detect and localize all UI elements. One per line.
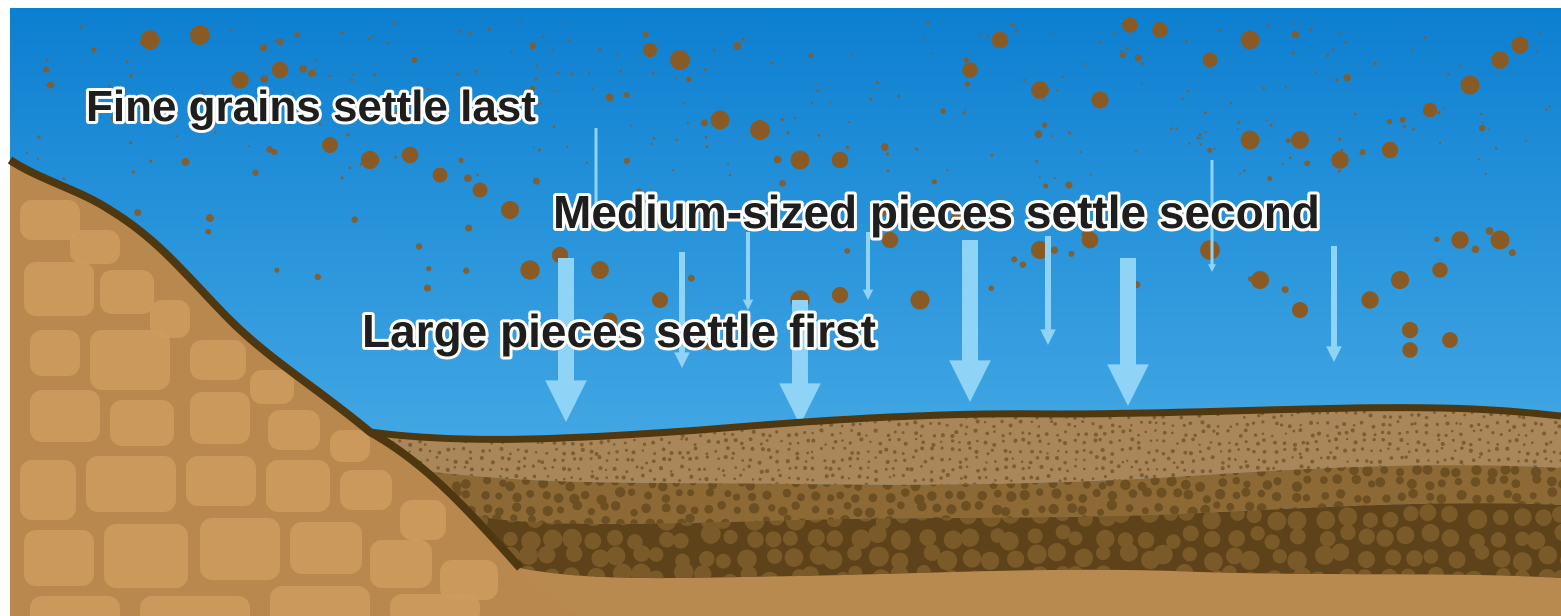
label-large-pieces: Large pieces settle first: [362, 305, 876, 357]
label-medium-pieces: Medium-sized pieces settle second: [553, 186, 1320, 238]
label-fine-grains: Fine grains settle last: [86, 82, 536, 131]
